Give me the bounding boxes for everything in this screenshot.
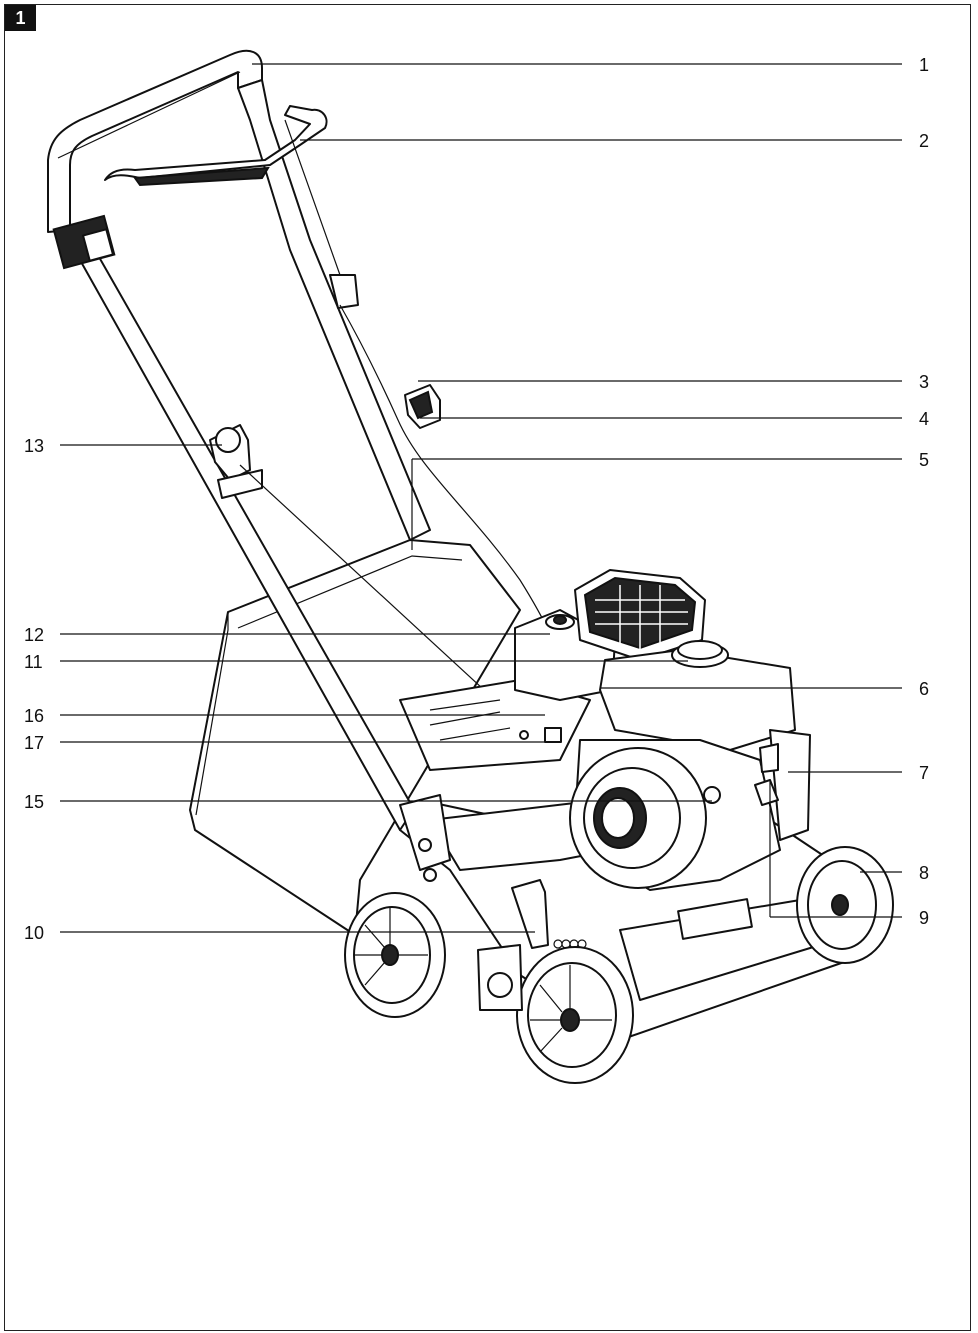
- control-bar: [104, 105, 359, 309]
- wheel-rear-left: [344, 892, 446, 1018]
- drive-cover: [477, 944, 523, 1011]
- callout-7: 7: [919, 763, 929, 783]
- callout-4: 4: [919, 409, 929, 429]
- callout-9: 9: [919, 908, 929, 928]
- callout-labels: 1 2 3 4 5 6 7 8 9 10 11 12 13 15 16 17: [24, 55, 929, 943]
- handle-knob-left: [209, 424, 263, 499]
- air-filter: [574, 569, 706, 661]
- figure-number-badge: 1: [5, 5, 36, 31]
- callout-3: 3: [919, 372, 929, 392]
- callout-12: 12: [24, 625, 44, 645]
- callout-leaders: [60, 63, 902, 933]
- figure-frame: [4, 4, 971, 1331]
- callout-10: 10: [24, 923, 44, 943]
- callout-17: 17: [24, 733, 44, 753]
- callout-16: 16: [24, 706, 44, 726]
- recoil-starter: [569, 747, 707, 889]
- callout-13: 13: [24, 436, 44, 456]
- callout-11: 11: [24, 652, 43, 672]
- callout-6: 6: [919, 679, 929, 699]
- callout-2: 2: [919, 131, 929, 151]
- engine-controls: [519, 727, 779, 806]
- handle-bracket: [399, 794, 451, 882]
- wheel-rear-right: [796, 846, 894, 964]
- wheel-front-left: [516, 946, 634, 1084]
- callout-5: 5: [919, 450, 929, 470]
- callout-15: 15: [24, 792, 44, 812]
- handle-knob-right: [404, 384, 441, 429]
- callout-8: 8: [919, 863, 929, 883]
- callout-1: 1: [919, 55, 929, 75]
